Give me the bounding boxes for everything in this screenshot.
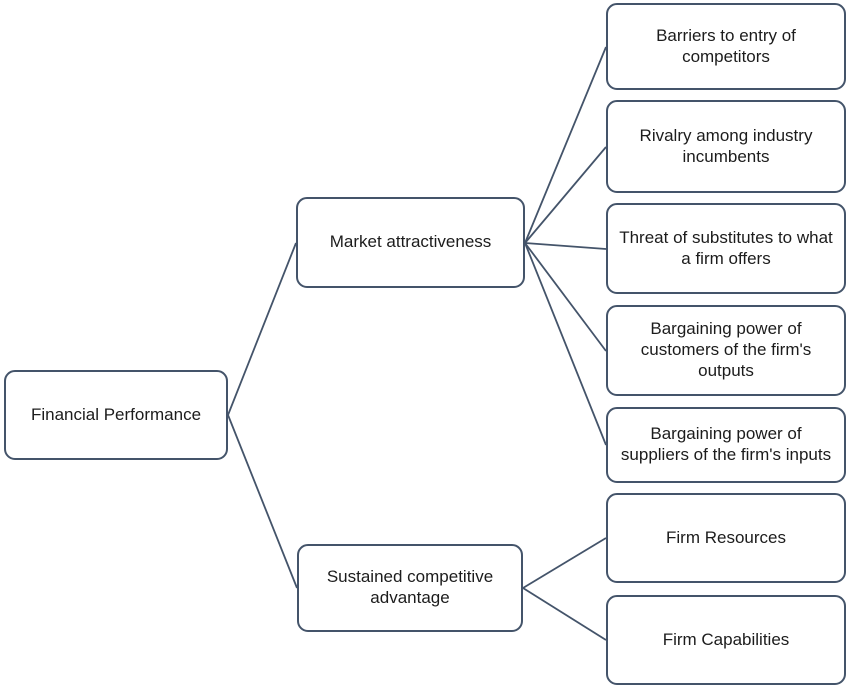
connector-line xyxy=(227,414,298,589)
node-label: Sustained competitive advantage xyxy=(326,567,494,607)
connector-line xyxy=(522,537,607,589)
connector-line xyxy=(227,242,297,416)
node-label: Bargaining power of customers of the fir… xyxy=(640,319,812,380)
node-label: Barriers to entry of competitors xyxy=(656,25,796,66)
node-bargaining-power-suppliers: Bargaining power of suppliers of the fir… xyxy=(606,407,846,483)
node-financial-performance: Financial Performance xyxy=(4,370,228,460)
connector-line xyxy=(522,587,607,641)
node-label: Threat of substitutes to what a firm off… xyxy=(619,227,833,268)
connector-line xyxy=(524,242,607,250)
node-firm-resources: Firm Resources xyxy=(606,493,846,583)
node-label: Financial Performance xyxy=(30,404,202,424)
node-barriers-to-entry: Barriers to entry of competitors xyxy=(606,3,846,90)
node-label: Rivalry among industry incumbents xyxy=(639,125,813,166)
node-label: Firm Resources xyxy=(666,527,786,547)
node-bargaining-power-customers: Bargaining power of customers of the fir… xyxy=(606,305,846,396)
node-label: Bargaining power of suppliers of the fir… xyxy=(620,424,832,464)
node-threat-substitutes: Threat of substitutes to what a firm off… xyxy=(606,203,846,294)
node-label: Firm Capabilities xyxy=(662,629,790,649)
node-label: Market attractiveness xyxy=(329,232,492,252)
node-sustained-competitive-advantage: Sustained competitive advantage xyxy=(297,544,523,632)
connector-line xyxy=(524,146,607,244)
node-market-attractiveness: Market attractiveness xyxy=(296,197,525,288)
connector-line xyxy=(524,46,607,244)
node-rivalry-incumbents: Rivalry among industry incumbents xyxy=(606,100,846,193)
connector-line xyxy=(524,242,607,352)
connector-line xyxy=(524,242,607,446)
node-firm-capabilities: Firm Capabilities xyxy=(606,595,846,685)
